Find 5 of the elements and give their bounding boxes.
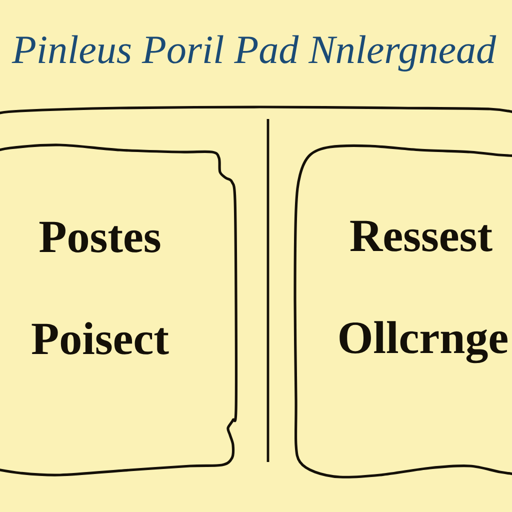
panel-label: Poisect xyxy=(32,322,169,354)
panel-label: Postes xyxy=(39,222,160,252)
panel-label: Ollcrnge xyxy=(340,321,508,364)
title: Pinleus Poril Pad Nnlergnead xyxy=(12,35,496,72)
panel-label: Ressest xyxy=(350,220,492,252)
